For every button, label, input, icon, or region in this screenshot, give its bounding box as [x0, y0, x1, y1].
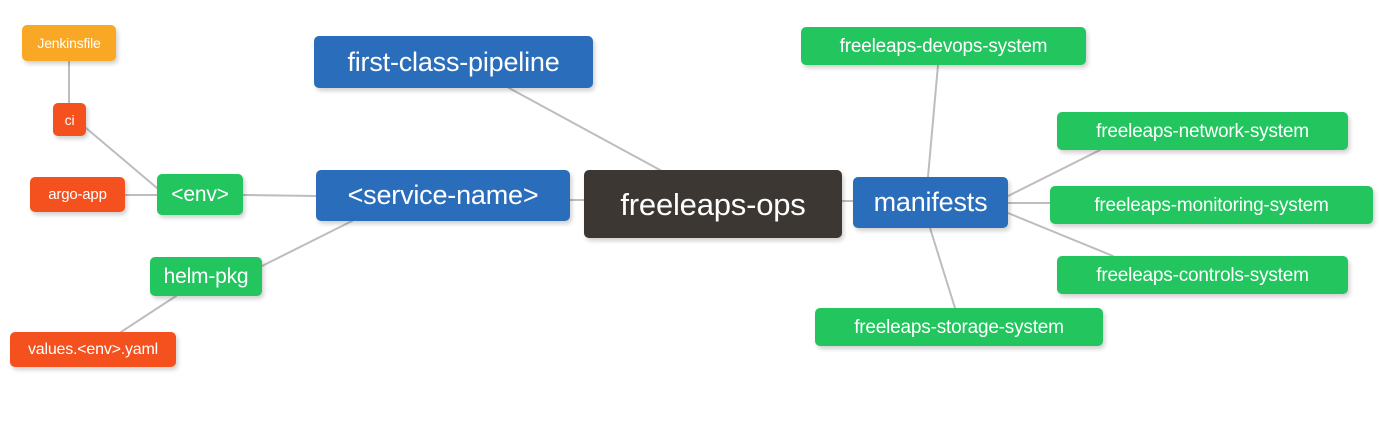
node-label-freeleaps-controls-system: freeleaps-controls-system — [1096, 264, 1309, 286]
node-label-manifests: manifests — [873, 187, 988, 217]
node-env[interactable]: <env> — [157, 174, 243, 215]
node-label-first-class-pipeline: first-class-pipeline — [347, 46, 560, 77]
node-label-freeleaps-ops: freeleaps-ops — [620, 186, 806, 222]
node-helm-pkg[interactable]: helm-pkg — [150, 257, 262, 296]
node-ci[interactable]: ci — [53, 103, 86, 136]
edge-env-servicename — [242, 194, 317, 197]
node-label-helm-pkg: helm-pkg — [163, 265, 249, 288]
node-service-name[interactable]: <service-name> — [316, 170, 570, 221]
node-freeleaps-devops-system[interactable]: freeleaps-devops-system — [801, 27, 1086, 65]
node-label-freeleaps-monitoring-system: freeleaps-monitoring-system — [1094, 194, 1329, 216]
node-label-freeleaps-devops-system: freeleaps-devops-system — [839, 35, 1048, 57]
node-manifests[interactable]: manifests — [853, 177, 1008, 228]
node-freeleaps-monitoring-system[interactable]: freeleaps-monitoring-system — [1050, 186, 1373, 224]
node-label-ci: ci — [64, 111, 75, 128]
edge-manifests-storage — [929, 227, 956, 309]
node-label-values-yaml: values.<env>.yaml — [27, 340, 158, 358]
edge-manifests-devops — [927, 64, 939, 178]
node-freeleaps-storage-system[interactable]: freeleaps-storage-system — [815, 308, 1103, 346]
node-freeleaps-ops[interactable]: freeleaps-ops — [584, 170, 842, 238]
edge-helmpkg-valuesyaml — [120, 295, 177, 333]
node-freeleaps-controls-system[interactable]: freeleaps-controls-system — [1057, 256, 1348, 294]
node-label-argo-app: argo-app — [48, 186, 107, 203]
node-jenkinsfile[interactable]: Jenkinsfile — [22, 25, 116, 61]
node-freeleaps-network-system[interactable]: freeleaps-network-system — [1057, 112, 1348, 150]
edge-pipeline-ops — [508, 87, 661, 171]
node-label-env: <env> — [171, 183, 229, 206]
edge-servicename-helmpkg — [261, 220, 353, 267]
node-first-class-pipeline[interactable]: first-class-pipeline — [314, 36, 593, 88]
node-label-jenkinsfile: Jenkinsfile — [37, 35, 101, 51]
node-values-yaml[interactable]: values.<env>.yaml — [10, 332, 176, 367]
node-label-service-name: <service-name> — [347, 180, 539, 210]
node-label-freeleaps-storage-system: freeleaps-storage-system — [854, 316, 1064, 338]
node-argo-app[interactable]: argo-app — [30, 177, 125, 212]
node-label-freeleaps-network-system: freeleaps-network-system — [1096, 120, 1309, 142]
